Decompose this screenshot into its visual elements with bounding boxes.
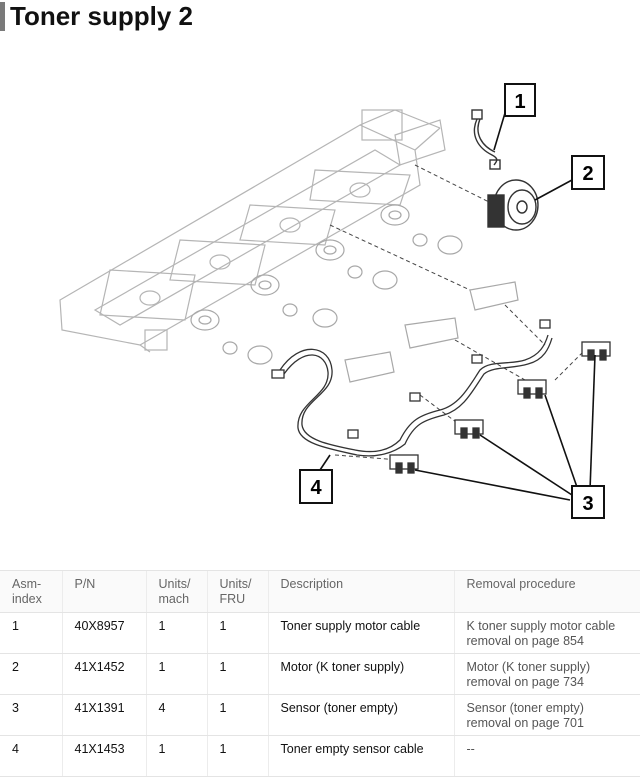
- page-title: Toner supply 2: [10, 1, 193, 31]
- cell-pn: 40X8957: [61, 612, 146, 654]
- table-row: 1 40X8957 1 1 Toner supply motor cable K…: [0, 612, 640, 654]
- ghost-frame: [59, 109, 446, 353]
- cell-asm-index: 1: [0, 612, 62, 654]
- parts-table: Asm-index P/N Units/mach Units/FRU Descr…: [0, 570, 640, 777]
- title-accent-bar: [0, 2, 5, 31]
- cell-units-fru: 1: [206, 694, 268, 736]
- cell-asm-index: 4: [0, 735, 62, 777]
- cell-asm-index: 3: [0, 694, 62, 736]
- diagram-svg: 1 2 3 4: [59, 83, 611, 519]
- cell-description: Toner empty sensor cable: [267, 735, 454, 777]
- cell-removal-link[interactable]: K toner supply motor cable removal on pa…: [453, 612, 640, 654]
- callout-4: 4: [299, 469, 333, 504]
- cell-removal-link[interactable]: Sensor (toner empty) removal on page 701: [453, 694, 640, 736]
- cell-asm-index: 2: [0, 653, 62, 695]
- cell-units-fru: 1: [206, 653, 268, 695]
- callout-3: 3: [571, 485, 605, 519]
- cell-pn: 41X1391: [61, 694, 146, 736]
- ghost-couplings: [190, 204, 463, 365]
- toner-empty-sensors: [389, 341, 611, 474]
- col-header-removal: Removal procedure: [453, 570, 640, 613]
- cell-units-mach: 4: [145, 694, 207, 736]
- col-header-description: Description: [267, 570, 454, 613]
- cell-units-mach: 1: [145, 612, 207, 654]
- svg-text:3: 3: [582, 493, 593, 515]
- ghost-brackets: [344, 281, 519, 383]
- cell-pn: 41X1452: [61, 653, 146, 695]
- toner-empty-sensor-cable-part: [271, 319, 553, 457]
- table-header-row: Asm-index P/N Units/mach Units/FRU Descr…: [0, 570, 640, 613]
- sensor-b: [517, 379, 547, 399]
- cell-description: Motor (K toner supply): [267, 653, 454, 695]
- col-header-pn: P/N: [61, 570, 146, 613]
- cell-units-mach: 1: [145, 653, 207, 695]
- callout-1: 1: [504, 83, 536, 117]
- motor-cable-part: [471, 109, 501, 170]
- svg-text:4: 4: [310, 477, 322, 499]
- col-header-units-mach: Units/mach: [145, 570, 207, 613]
- cell-pn: 41X1453: [61, 735, 146, 777]
- toner-supply-motor-part: [487, 179, 539, 231]
- table-row: 3 41X1391 4 1 Sensor (toner empty) Senso…: [0, 694, 640, 736]
- col-header-units-fru: Units/FRU: [206, 570, 268, 613]
- sensor-c: [454, 419, 484, 439]
- table-row: 4 41X1453 1 1 Toner empty sensor cable -…: [0, 735, 640, 777]
- sensor-a: [581, 341, 611, 361]
- cell-description: Sensor (toner empty): [267, 694, 454, 736]
- cell-description: Toner supply motor cable: [267, 612, 454, 654]
- cell-units-fru: 1: [206, 735, 268, 777]
- page-header: Toner supply 2: [0, 0, 640, 34]
- callout-leaders: [319, 112, 596, 501]
- sensor-d: [389, 454, 419, 474]
- svg-text:1: 1: [514, 91, 525, 113]
- cell-removal-link[interactable]: Motor (K toner supply) removal on page 7…: [453, 653, 640, 695]
- dashed-leaders: [329, 164, 591, 461]
- exploded-parts-diagram: 1 2 3 4: [0, 40, 640, 560]
- cell-units-fru: 1: [206, 612, 268, 654]
- table-row: 2 41X1452 1 1 Motor (K toner supply) Mot…: [0, 653, 640, 695]
- cell-removal: --: [453, 735, 640, 777]
- svg-text:2: 2: [582, 163, 593, 185]
- cell-units-mach: 1: [145, 735, 207, 777]
- callout-2: 2: [571, 155, 605, 190]
- col-header-asm-index: Asm-index: [0, 570, 62, 613]
